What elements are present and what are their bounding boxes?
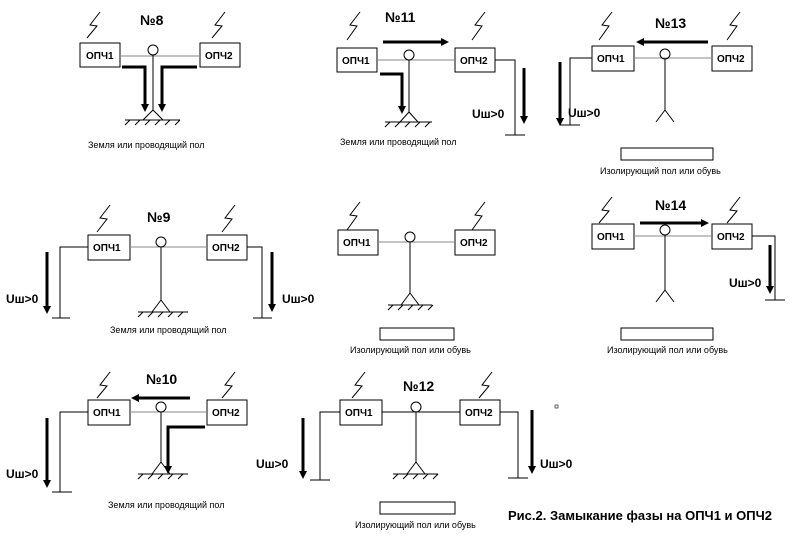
insulating-mat (379, 501, 456, 515)
opch2-box (711, 45, 753, 72)
insulating-mat (620, 147, 714, 161)
opch1-label: ОПЧ1 (342, 56, 370, 67)
lightning-icon (346, 11, 361, 41)
opch1-label: ОПЧ1 (597, 54, 625, 65)
panel-12: №12 ОПЧ1 ОПЧ2 Uш>0 Uш>0 Изолирующий пол … (256, 371, 573, 530)
insulating-caption: Изолирующий пол или обувь (350, 345, 471, 355)
opch1-label: ОПЧ1 (93, 243, 121, 254)
opch2-box (199, 42, 241, 68)
earth-caption: Земля или проводящий пол (110, 325, 226, 335)
lightning-icon (726, 196, 741, 224)
panel-middle: ОПЧ1 ОПЧ2 Изолирующий пол или обувь (337, 201, 496, 355)
lightning-icon (96, 371, 111, 399)
ush-label: Uш>0 (6, 292, 39, 306)
lightning-icon (478, 371, 493, 399)
opch1-label: ОПЧ1 (93, 408, 121, 419)
panel-8-number: №8 (140, 12, 164, 28)
opch2-label: ОПЧ2 (212, 408, 240, 419)
figure-caption: Рис.2. Замыкание фазы на ОПЧ1 и ОПЧ2 (508, 508, 772, 523)
lightning-icon (86, 11, 101, 39)
opch1-box (337, 229, 379, 256)
opch1-label: ОПЧ1 (597, 232, 625, 243)
opch2-label: ОПЧ2 (717, 54, 745, 65)
stray-mark (554, 404, 559, 409)
panel-11-number: №11 (385, 9, 416, 25)
opch1-box (591, 223, 635, 250)
panel-8: №8 ОПЧ1 ОПЧ2 Земля или проводящий пол (79, 11, 241, 150)
opch2-label: ОПЧ2 (212, 243, 240, 254)
panel-14-number: №14 (655, 197, 686, 213)
panel-11: №11 ОПЧ1 ОПЧ2 Uш>0 Земля или проводящий … (336, 9, 528, 147)
ush-label: Uш>0 (256, 457, 289, 471)
lightning-icon (598, 11, 613, 41)
opch2-label: ОПЧ2 (460, 56, 488, 67)
ush-label: Uш>0 (729, 276, 762, 290)
panel-9-number: №9 (147, 209, 171, 225)
insulating-caption: Изолирующий пол или обувь (355, 520, 476, 530)
opch2-label: ОПЧ2 (465, 408, 493, 419)
lightning-icon (726, 11, 741, 41)
lightning-icon (221, 371, 236, 399)
current-arrow (122, 65, 149, 112)
opch1-box (79, 42, 121, 68)
panel-13-number: №13 (655, 15, 686, 31)
ush-label: Uш>0 (472, 107, 505, 121)
earth-caption: Земля или проводящий пол (88, 140, 204, 150)
opch1-label: ОПЧ1 (343, 238, 371, 249)
opch1-label: ОПЧ1 (345, 408, 373, 419)
opch2-box (206, 234, 248, 261)
panel-10-number: №10 (146, 371, 177, 387)
opch1-box (87, 399, 131, 426)
lightning-icon (598, 196, 613, 224)
ush-label: Uш>0 (282, 292, 315, 306)
lightning-icon (211, 11, 226, 39)
ush-label: Uш>0 (568, 106, 601, 120)
opch2-label: ОПЧ2 (205, 51, 233, 62)
ush-label: Uш>0 (6, 467, 39, 481)
lightning-icon (96, 204, 111, 233)
opch1-box (591, 45, 635, 72)
opch2-box (454, 229, 496, 256)
opch2-label: ОПЧ2 (717, 232, 745, 243)
opch2-box (711, 223, 753, 250)
panel-14: №14 ОПЧ1 ОПЧ2 Uш>0 Изолирующий пол или о… (591, 196, 785, 355)
panel-9: №9 ОПЧ1 ОПЧ2 Uш>0 Uш>0 Земля или проводя… (6, 204, 315, 335)
lightning-icon (221, 204, 236, 233)
current-arrow (164, 425, 205, 474)
current-arrow (380, 72, 406, 114)
person-head (147, 44, 159, 56)
panel-12-number: №12 (403, 378, 434, 394)
insulating-mat (379, 327, 455, 341)
opch2-label: ОПЧ2 (460, 238, 488, 249)
ush-label: Uш>0 (540, 457, 573, 471)
opch1-label: ОПЧ1 (86, 51, 114, 62)
lightning-icon (471, 201, 486, 231)
insulating-caption: Изолирующий пол или обувь (607, 345, 728, 355)
panel-13: №13 ОПЧ1 ОПЧ2 Uш>0 Изолирующий пол или о… (556, 11, 753, 176)
earth-caption: Земля или проводящий пол (108, 500, 224, 510)
lightning-icon (346, 201, 361, 231)
insulating-mat (620, 327, 714, 341)
panel-10: №10 ОПЧ1 ОПЧ2 Uш>0 Земля или проводящий … (6, 371, 248, 510)
opch2-box (454, 47, 496, 73)
earth-caption: Земля или проводящий пол (340, 137, 456, 147)
opch1-box (336, 47, 378, 73)
lightning-icon (471, 11, 486, 41)
current-arrow (158, 65, 197, 112)
insulating-caption: Изолирующий пол или обувь (600, 166, 721, 176)
lightning-icon (351, 371, 366, 399)
